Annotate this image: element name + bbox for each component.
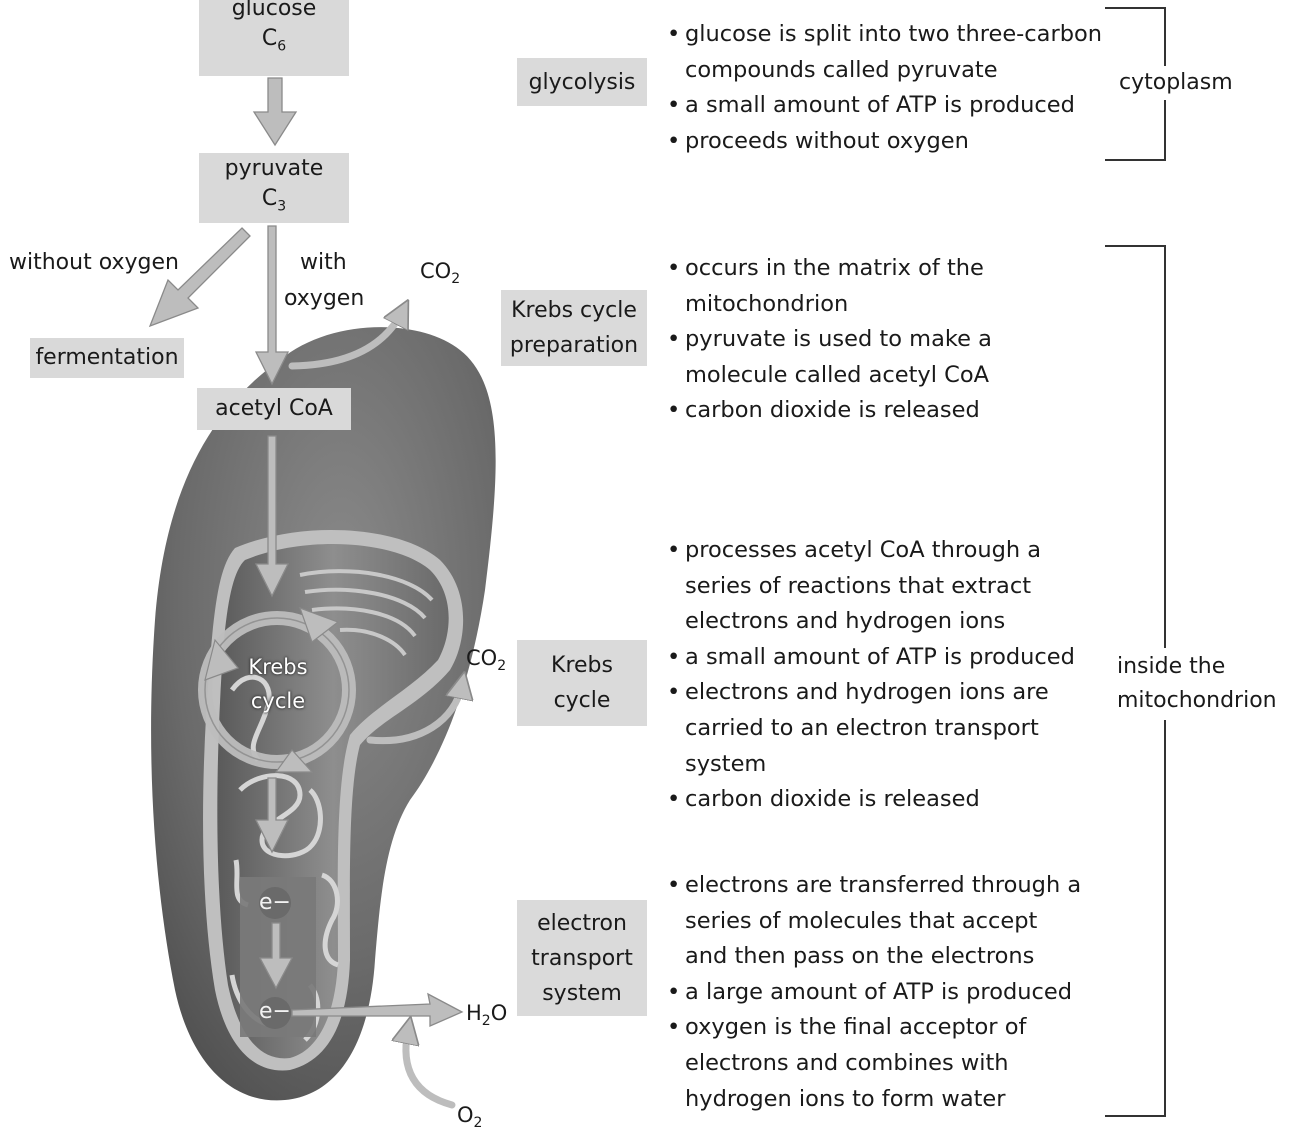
stage-label-line: preparation bbox=[510, 328, 638, 363]
electron-label-bottom: e− bbox=[255, 999, 295, 1024]
region-label-cytoplasm: cytoplasm bbox=[1117, 66, 1235, 100]
fact-item: a small amount of ATP is produced bbox=[667, 640, 1077, 676]
stage-label-glycolysis: glycolysis bbox=[517, 58, 647, 106]
fact-item: proceeds without oxygen bbox=[667, 124, 1107, 160]
fact-item: pyruvate is used to make a molecule call… bbox=[667, 322, 1097, 393]
region-label-line: inside the bbox=[1117, 650, 1277, 684]
glucose-label: glucose bbox=[232, 0, 317, 24]
acetyl-coa-label: acetyl CoA bbox=[215, 394, 333, 424]
stage-label-electron-transport: electron transport system bbox=[517, 900, 647, 1016]
stage-label-line: cycle bbox=[554, 683, 611, 718]
fermentation-label: fermentation bbox=[35, 343, 178, 373]
stage-label-line: Krebs bbox=[551, 648, 613, 683]
krebs-cycle-label-line1: Krebs bbox=[230, 650, 326, 684]
electron-transport-facts: electrons are transferred through a seri… bbox=[667, 868, 1085, 1117]
electron-label-top: e− bbox=[255, 890, 295, 915]
krebs-cycle-label: Krebs cycle bbox=[230, 650, 326, 718]
fact-item: electrons are transferred through a seri… bbox=[667, 868, 1085, 975]
glucose-box: glucose C6 bbox=[199, 0, 349, 76]
fact-item: a small amount of ATP is produced bbox=[667, 88, 1107, 124]
krebs-cycle-label-line2: cycle bbox=[230, 684, 326, 718]
fact-item: a large amount of ATP is produced bbox=[667, 975, 1085, 1011]
region-label-line: mitochondrion bbox=[1117, 684, 1277, 718]
fact-item: carbon dioxide is released bbox=[667, 393, 1097, 429]
pyruvate-label: pyruvate bbox=[225, 154, 324, 184]
water-label: H2O bbox=[466, 1000, 507, 1034]
krebs-cycle-facts: processes acetyl CoA through a series of… bbox=[667, 533, 1077, 818]
arrow-oxygen-in bbox=[406, 1030, 452, 1105]
fermentation-box: fermentation bbox=[30, 338, 184, 378]
acetyl-coa-box: acetyl CoA bbox=[197, 388, 351, 430]
arrow-glucose-to-pyruvate bbox=[254, 78, 296, 145]
glucose-formula: C6 bbox=[262, 24, 286, 61]
region-brackets bbox=[1105, 8, 1165, 1116]
fact-item: occurs in the matrix of the mitochondrio… bbox=[667, 251, 1097, 322]
stage-label-line: Krebs cycle bbox=[511, 293, 637, 328]
without-oxygen-label: without oxygen bbox=[9, 248, 179, 278]
co2-top-label: CO2 bbox=[420, 258, 460, 292]
with-oxygen-label-line2: oxygen bbox=[284, 284, 364, 314]
oxygen-label: O2 bbox=[457, 1102, 482, 1136]
co2-mid-label: CO2 bbox=[466, 645, 506, 679]
fact-item: processes acetyl CoA through a series of… bbox=[667, 533, 1077, 640]
krebs-prep-facts: occurs in the matrix of the mitochondrio… bbox=[667, 251, 1097, 429]
pyruvate-formula: C3 bbox=[262, 184, 286, 221]
pyruvate-box: pyruvate C3 bbox=[199, 153, 349, 223]
stage-label-line: system bbox=[542, 976, 622, 1011]
region-label-mitochondrion: inside the mitochondrion bbox=[1117, 648, 1277, 720]
stage-label-krebs-prep: Krebs cycle preparation bbox=[501, 290, 647, 366]
stage-label-line: glycolysis bbox=[529, 65, 636, 100]
stage-label-line: transport bbox=[531, 941, 633, 976]
fact-item: oxygen is the final acceptor of electron… bbox=[667, 1010, 1085, 1117]
with-oxygen-label-line1: with bbox=[300, 248, 347, 278]
stage-label-line: electron bbox=[537, 906, 627, 941]
fact-item: carbon dioxide is released bbox=[667, 782, 1077, 818]
stage-label-krebs-cycle: Krebs cycle bbox=[517, 640, 647, 726]
fact-item: glucose is split into two three-carbon c… bbox=[667, 17, 1107, 88]
glycolysis-facts: glucose is split into two three-carbon c… bbox=[667, 17, 1107, 159]
fact-item: electrons and hydrogen ions are carried … bbox=[667, 675, 1077, 782]
